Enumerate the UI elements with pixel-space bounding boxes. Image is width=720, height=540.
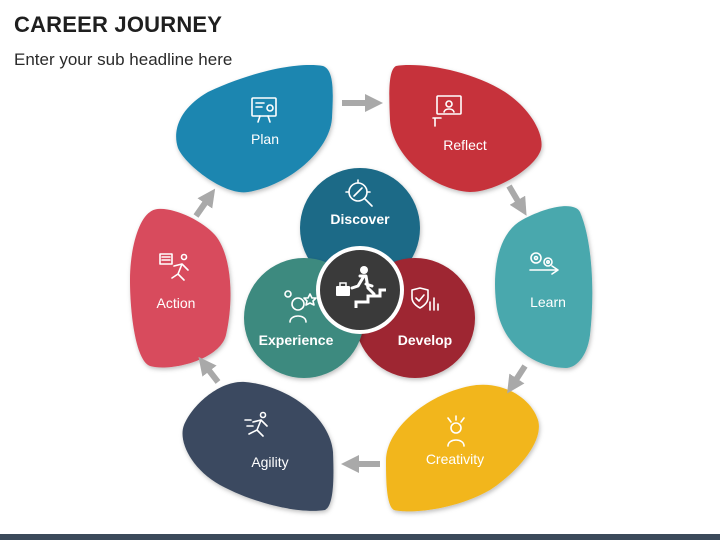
plan-shape xyxy=(176,65,333,193)
presentation-person-icon xyxy=(432,95,462,127)
thinking-person-icon xyxy=(284,290,317,323)
page-title: CAREER JOURNEY xyxy=(14,12,223,37)
reflect-shape xyxy=(389,65,542,192)
action-label: Action xyxy=(157,295,196,311)
stage-agility: Agility xyxy=(182,381,334,511)
planning-board-icon xyxy=(251,97,277,123)
page-subtitle: Enter your sub headline here xyxy=(14,50,233,69)
stage-action: Action xyxy=(130,208,231,368)
agility-shape xyxy=(182,381,334,511)
cycle-arrows xyxy=(193,94,528,473)
running-figure-icon xyxy=(244,411,268,437)
learn-shape xyxy=(495,206,593,368)
shield-growth-chart-icon xyxy=(411,287,439,311)
runner-action-icon xyxy=(159,253,189,281)
stage-plan: Plan xyxy=(176,65,333,193)
creativity-label: Creativity xyxy=(426,451,484,467)
climbing-stairs-businessman-icon xyxy=(336,266,386,308)
stage-creativity: Creativity xyxy=(386,384,539,512)
arrow-action-to-plan xyxy=(193,188,216,218)
discover-label: Discover xyxy=(330,211,390,227)
plan-label: Plan xyxy=(251,131,279,147)
reflect-label: Reflect xyxy=(443,137,487,153)
stage-reflect: Reflect xyxy=(389,65,542,192)
creative-person-icon xyxy=(447,415,465,447)
learn-label: Learn xyxy=(530,294,566,310)
center-hub xyxy=(316,246,404,334)
experience-label: Experience xyxy=(259,332,334,348)
agility-label: Agility xyxy=(251,454,288,470)
arrow-reflect-to-learn xyxy=(506,184,527,216)
compass-magnifier-icon xyxy=(345,179,373,207)
creativity-shape xyxy=(386,384,539,512)
arrow-agility-to-action xyxy=(198,356,221,384)
arrow-learn-to-creativity xyxy=(507,364,528,394)
action-shape xyxy=(130,208,231,368)
bottom-accent-bar xyxy=(0,534,720,540)
gears-process-icon xyxy=(529,252,559,275)
develop-label: Develop xyxy=(398,332,452,348)
stage-learn: Learn xyxy=(495,206,593,368)
center-circle xyxy=(316,246,404,334)
